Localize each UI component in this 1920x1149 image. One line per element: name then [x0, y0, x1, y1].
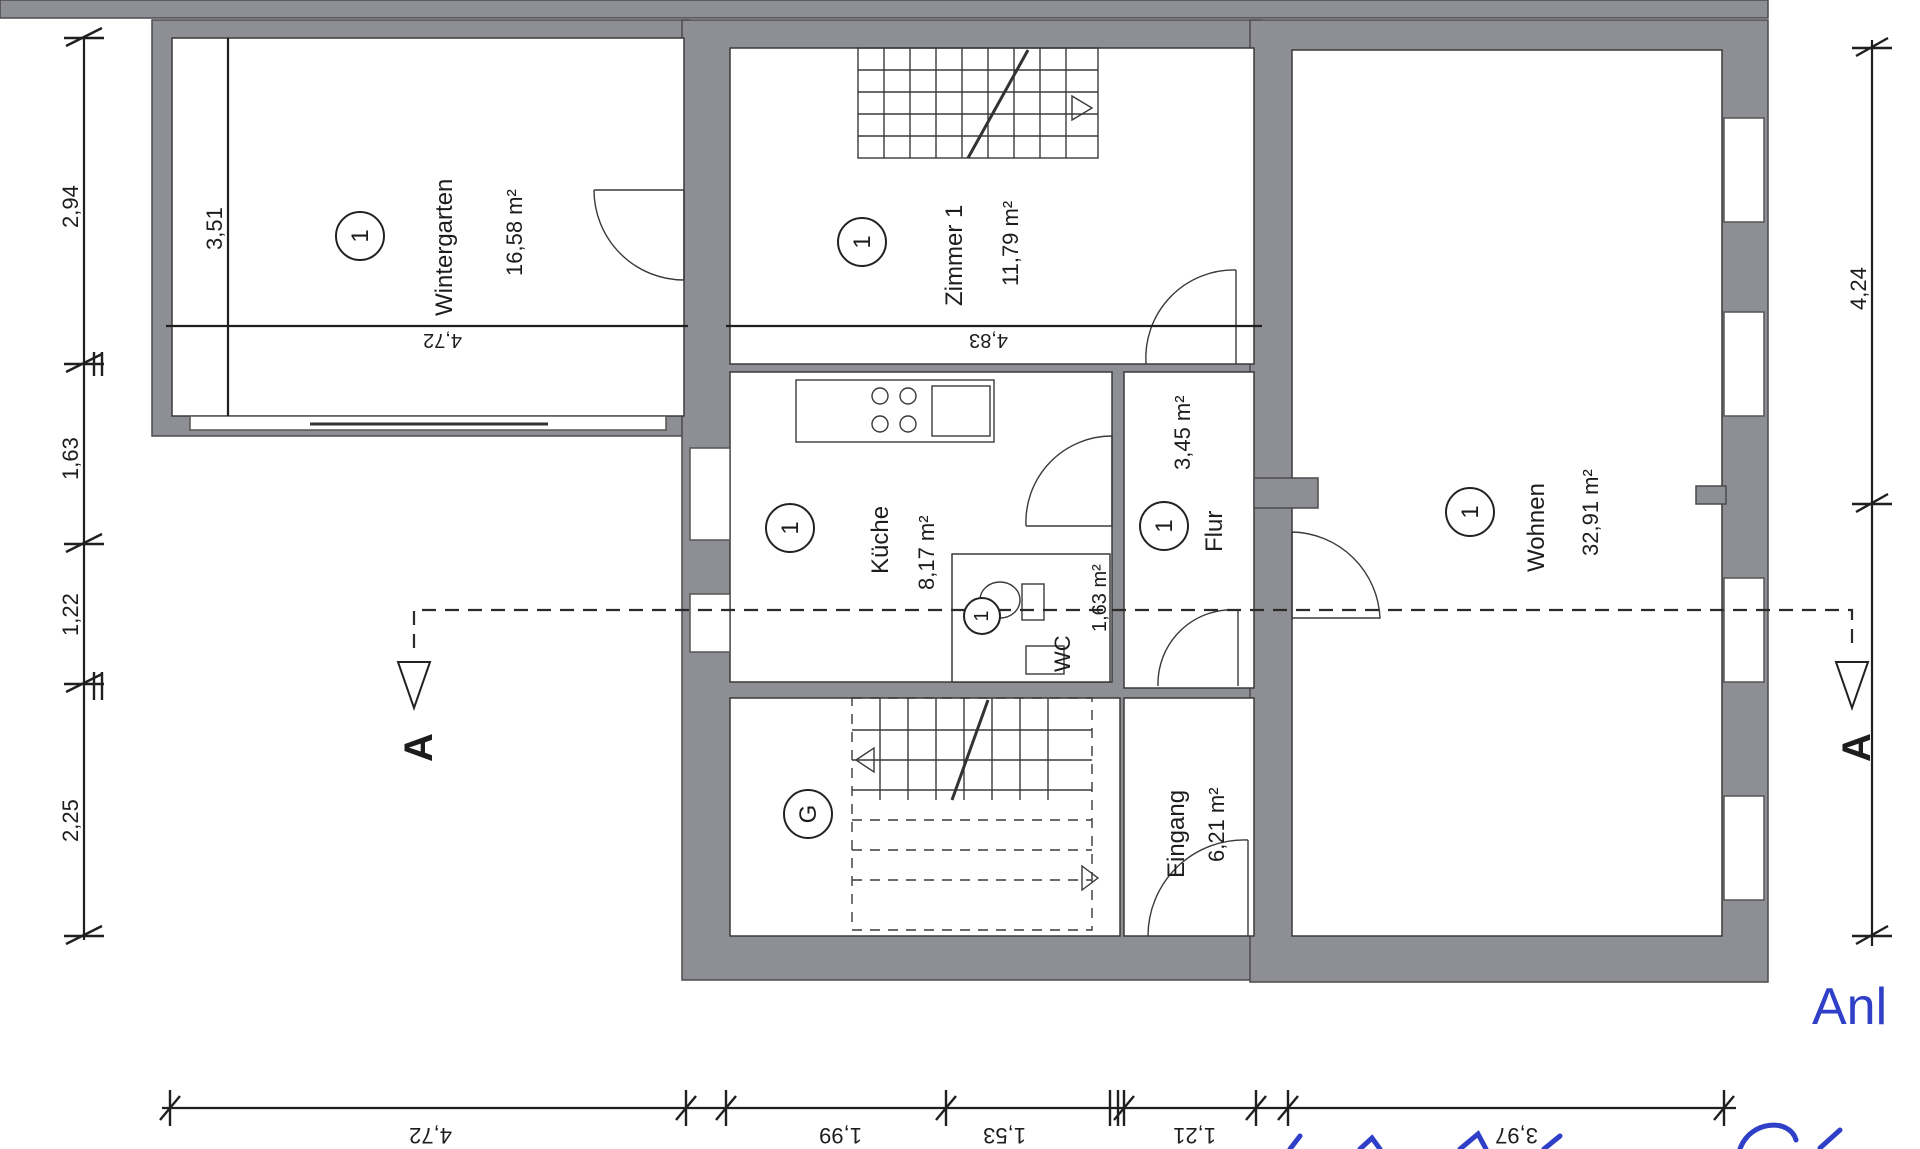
- stair-lower: [851, 697, 1100, 931]
- room-tag-wintergarten: [335, 211, 385, 261]
- room-area-flur: 3,45 m²: [1170, 395, 1195, 470]
- room-name-flur: Flur: [1201, 511, 1228, 552]
- room-tag-wohnen: [1445, 487, 1495, 537]
- door-wintergarten: [593, 189, 685, 281]
- door-zimmer1: [1145, 269, 1237, 365]
- dim-inner-351: 3,51: [202, 207, 227, 250]
- room-name-wohnen: Wohnen: [1523, 483, 1550, 572]
- zimmer1-room: [729, 47, 1255, 365]
- room-tag-flur-text: 1: [1151, 519, 1178, 532]
- wintergarten-room: [171, 37, 685, 417]
- room-tag-wc: [963, 597, 1001, 635]
- dim-inner-483: 4,83: [969, 329, 1008, 351]
- room-name-wintergarten: Wintergarten: [431, 179, 458, 316]
- dim-left-294: 2,94: [58, 185, 83, 228]
- handwritten-scribble: [1287, 1122, 1843, 1149]
- wohnen-room: [1291, 49, 1723, 937]
- dim-right-ticks: [1852, 36, 1892, 946]
- room-tag-kueche: [765, 503, 815, 553]
- room-name-eingang: Eingang: [1163, 790, 1190, 878]
- dim-bottom-472: 4,72: [409, 1123, 452, 1148]
- dim-bottom-ticks: [159, 1090, 1735, 1126]
- window: [1723, 795, 1765, 901]
- dim-bottom-153: 1,53: [983, 1123, 1026, 1148]
- neighbour-wall: [0, 0, 1769, 19]
- room-tag-zimmer1: [837, 217, 887, 267]
- room-area-kueche: 8,17 m²: [914, 515, 939, 590]
- room-tag-wintergarten-text: 1: [347, 229, 374, 242]
- dim-bottom-121: 1,21: [1173, 1123, 1216, 1148]
- wohnen-east-stub: [1695, 485, 1727, 505]
- window: [689, 593, 731, 653]
- room-tag-treppe: [783, 789, 833, 839]
- section-label-left: A: [397, 733, 441, 762]
- dim-left-163: 1,63: [58, 437, 83, 480]
- flur-wohnen-stub: [1253, 477, 1319, 509]
- door-wohnen: [1291, 531, 1381, 620]
- door-eingang: [1147, 839, 1249, 937]
- dim-bottom-397: 3,97: [1495, 1123, 1538, 1148]
- room-tag-treppe-text: G: [795, 805, 822, 824]
- room-area-wc: 1,63 m²: [1089, 564, 1111, 632]
- stair-upper: [857, 47, 1099, 159]
- kitchen-counter: [795, 379, 995, 443]
- room-name-kueche: Küche: [867, 506, 894, 574]
- dim-right-424: 4,24: [1846, 267, 1871, 310]
- window: [1723, 577, 1765, 683]
- room-tag-zimmer1-text: 1: [849, 235, 876, 248]
- eingang-room: [1123, 697, 1255, 937]
- dim-left-ticks: [64, 26, 104, 946]
- room-name-zimmer1: Zimmer 1: [941, 205, 968, 306]
- section-arrow-left: [396, 661, 432, 712]
- door-wc: [1157, 609, 1239, 687]
- annotation-text: Anl: [1812, 978, 1887, 1036]
- dim-left-225: 2,25: [58, 799, 83, 842]
- dim-bottom-199: 1,99: [819, 1123, 862, 1148]
- room-area-wohnen: 32,91 m²: [1578, 469, 1603, 556]
- section-arrow-right: [1834, 661, 1870, 712]
- section-line: [412, 608, 1854, 650]
- room-tag-wohnen-text: 1: [1457, 505, 1484, 518]
- room-area-wintergarten: 16,58 m²: [502, 189, 527, 276]
- room-name-wc: WC: [1050, 635, 1075, 672]
- room-tag-kueche-text: 1: [777, 521, 804, 534]
- window: [1723, 117, 1765, 223]
- window: [1723, 311, 1765, 417]
- dim-left-122: 1,22: [58, 593, 83, 636]
- room-area-eingang: 6,21 m²: [1204, 787, 1229, 862]
- room-area-zimmer1: 11,79 m²: [998, 201, 1023, 286]
- room-tag-flur: [1139, 501, 1189, 551]
- window: [689, 447, 731, 541]
- door-kueche: [1025, 435, 1113, 527]
- dim-inner-472: 4,72: [423, 329, 462, 351]
- room-tag-wc-text: 1: [971, 610, 993, 621]
